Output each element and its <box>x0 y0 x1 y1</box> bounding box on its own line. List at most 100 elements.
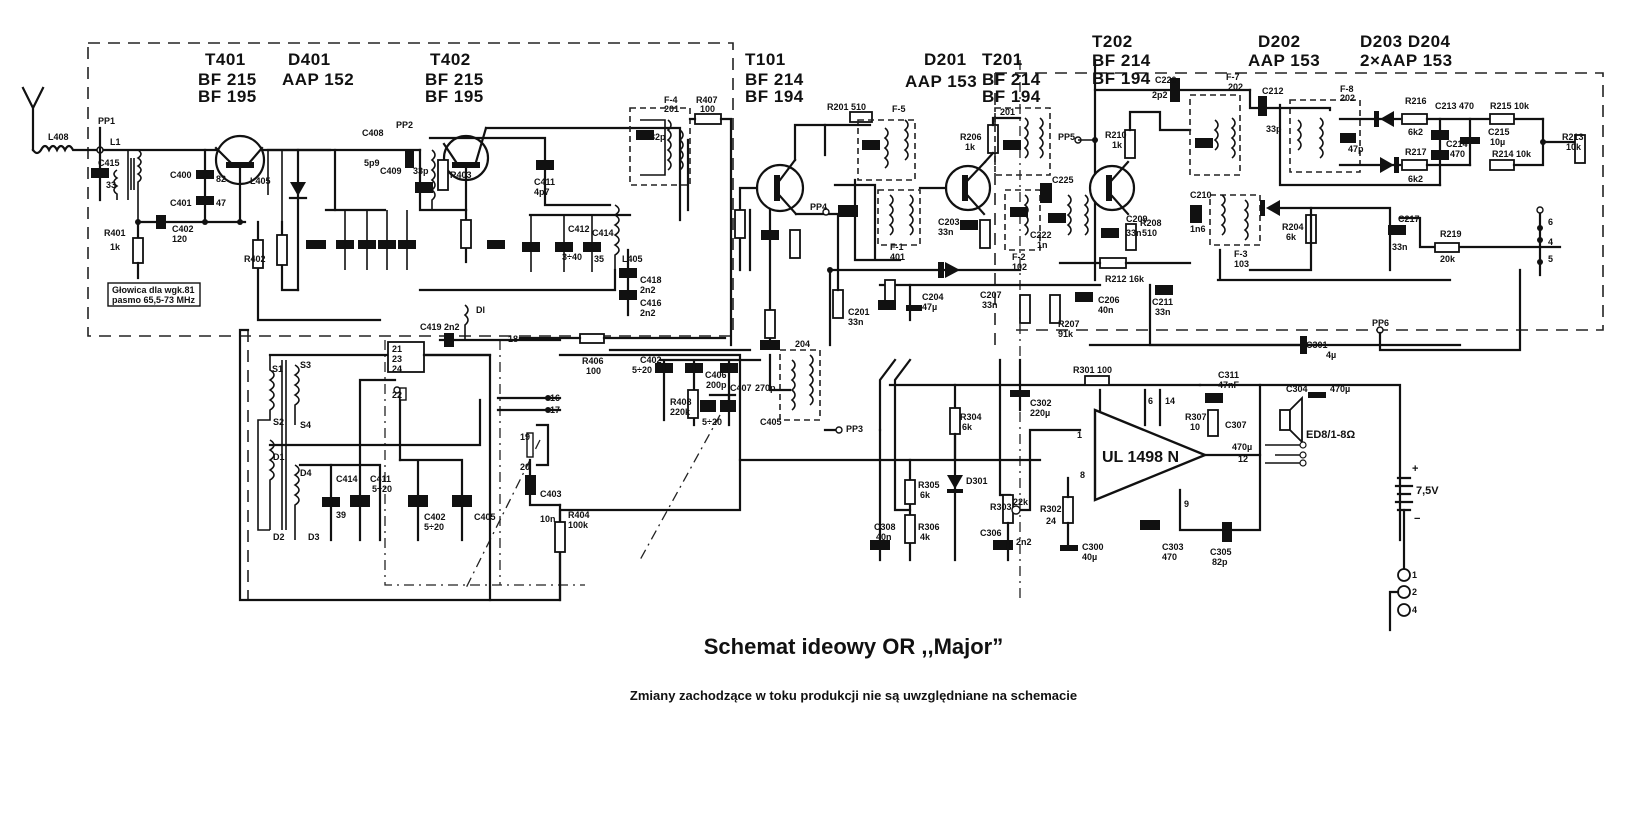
label-C414b: C414 <box>336 474 358 484</box>
label-C217-value: 33n <box>1392 242 1408 252</box>
label-S1: S1 <box>272 364 283 374</box>
label-sw-24: 24 <box>392 364 402 374</box>
label-battery-plus: + <box>1412 463 1418 475</box>
label-T402-type2: BF 195 <box>425 87 484 106</box>
label-R307-value: 10 <box>1190 422 1200 432</box>
label-R204-value: 6k <box>1286 232 1297 242</box>
label-C400: C400 <box>170 170 192 180</box>
label-C220-value: 2p2 <box>1152 90 1168 100</box>
label-C306-value: 2n2 <box>1016 537 1032 547</box>
label-C301-value: 4µ <box>1326 350 1336 360</box>
label-C222-value: 1n <box>1037 240 1048 250</box>
label-F8: F-8 <box>1340 84 1354 94</box>
label-T401-type2: BF 195 <box>198 87 257 106</box>
battery-icon <box>1394 476 1414 512</box>
label-switch-pin1: 1 <box>1412 570 1417 580</box>
label-C203-value: 33n <box>938 227 954 237</box>
label-F3: F-3 <box>1234 249 1248 259</box>
transistor-T402 <box>442 126 490 212</box>
label-F2-value: 102 <box>1012 262 1027 272</box>
label-sw-pin4: 4 <box>1548 237 1553 247</box>
label-sw-20: 20 <box>520 462 530 472</box>
label-R305: R305 <box>918 480 940 490</box>
tuner-note-line1: Głowica dla wgk.81 <box>112 285 195 295</box>
label-R402: R402 <box>244 254 266 264</box>
schematic-subtitle: Zmiany zachodzące w toku produkcji nie s… <box>629 688 1078 703</box>
label-Z01: 201 <box>1000 107 1015 117</box>
label-battery-voltage: 7,5V <box>1416 485 1439 497</box>
label-T101-type2: BF 194 <box>745 87 804 106</box>
label-ic-UL1498N: UL 1498 N <box>1102 449 1179 466</box>
label-R219: R219 <box>1440 229 1462 239</box>
label-C400-value: 82 <box>216 174 226 184</box>
label-C407: C407 <box>730 383 752 393</box>
label-F5: F-5 <box>892 104 906 114</box>
label-C308: C308 <box>874 522 896 532</box>
label-C416: C416 <box>640 298 662 308</box>
label-PP2: PP2 <box>396 120 413 130</box>
label-D3: D3 <box>308 532 320 542</box>
speaker-icon <box>1279 395 1303 445</box>
label-C306: C306 <box>980 528 1002 538</box>
label-C217: C217 <box>1398 214 1420 224</box>
label-C411: C411 <box>534 177 555 187</box>
label-C301: C301 <box>1306 340 1328 350</box>
label-C414-value: 35 <box>594 254 604 264</box>
label-C201: C201 <box>848 307 870 317</box>
label-ic-pin6: 6 <box>1148 396 1153 406</box>
label-C203: C203 <box>938 217 960 227</box>
label-C210-value: 1n6 <box>1190 224 1206 234</box>
transformer-F8 <box>1289 99 1361 173</box>
label-R217-value: 6k2 <box>1408 174 1423 184</box>
transformer-F1 <box>877 189 921 246</box>
label-C82: 82p <box>650 132 666 142</box>
label-C407-value: 270p <box>755 383 776 393</box>
label-R206-value: 1k <box>965 142 976 152</box>
label-sw-pin6: 6 <box>1548 217 1553 227</box>
label-L405a: L405 <box>250 176 271 186</box>
transistor-T201 <box>944 160 992 216</box>
label-sw-17: 17 <box>550 405 560 415</box>
label-D202: D202 <box>1258 32 1301 51</box>
label-T402-type1: BF 215 <box>425 70 484 89</box>
label-R406-value: 100 <box>586 366 601 376</box>
label-R216-value: 6k2 <box>1408 127 1423 137</box>
label-C411b: C411 <box>370 474 391 484</box>
label-R207: R207 <box>1058 319 1080 329</box>
label-ic-pin8: 8 <box>1080 470 1085 480</box>
label-PP3: PP3 <box>846 424 863 434</box>
label-C204-value: 47µ <box>922 302 937 312</box>
label-R403: R403 <box>450 170 472 180</box>
label-R214: R214 10k <box>1492 149 1532 159</box>
label-C302-value: 220µ <box>1030 408 1050 418</box>
resistor-R407 <box>694 113 722 125</box>
label-D301: D301 <box>966 476 988 486</box>
label-T101: T101 <box>745 50 786 69</box>
label-C418-value: 2n2 <box>640 285 656 295</box>
transistor-T202 <box>1088 160 1136 216</box>
label-R302: R302 <box>1040 504 1062 514</box>
label-C300-value: 40µ <box>1082 552 1097 562</box>
antenna-icon <box>21 86 45 152</box>
label-L408: L408 <box>48 132 69 142</box>
label-C311-value: 47nF <box>1218 380 1240 390</box>
label-C304: C304 <box>1286 384 1308 394</box>
label-T402: T402 <box>430 50 471 69</box>
label-L405: L405 <box>622 254 643 264</box>
label-F2: F-2 <box>1012 252 1026 262</box>
label-T201-type1: BF 214 <box>982 70 1041 89</box>
label-C307-value: 470µ <box>1232 442 1252 452</box>
label-C406-value: 200p <box>706 380 727 390</box>
label-R201: R201 510 <box>827 102 866 112</box>
label-C311: C311 <box>1218 370 1239 380</box>
label-battery-minus: − <box>1414 513 1420 525</box>
label-D201-type: AAP 153 <box>905 72 977 91</box>
label-R304: R304 <box>960 412 982 422</box>
label-C411b-value: 5÷20 <box>372 484 392 494</box>
label-C206: C206 <box>1098 295 1120 305</box>
label-C401-value: 47 <box>216 198 226 208</box>
label-C214-value: 470 <box>1450 149 1465 159</box>
label-C211-value: 33n <box>1155 307 1171 317</box>
label-C402c: C402 <box>640 355 662 365</box>
label-R407-value: 100 <box>700 104 715 114</box>
